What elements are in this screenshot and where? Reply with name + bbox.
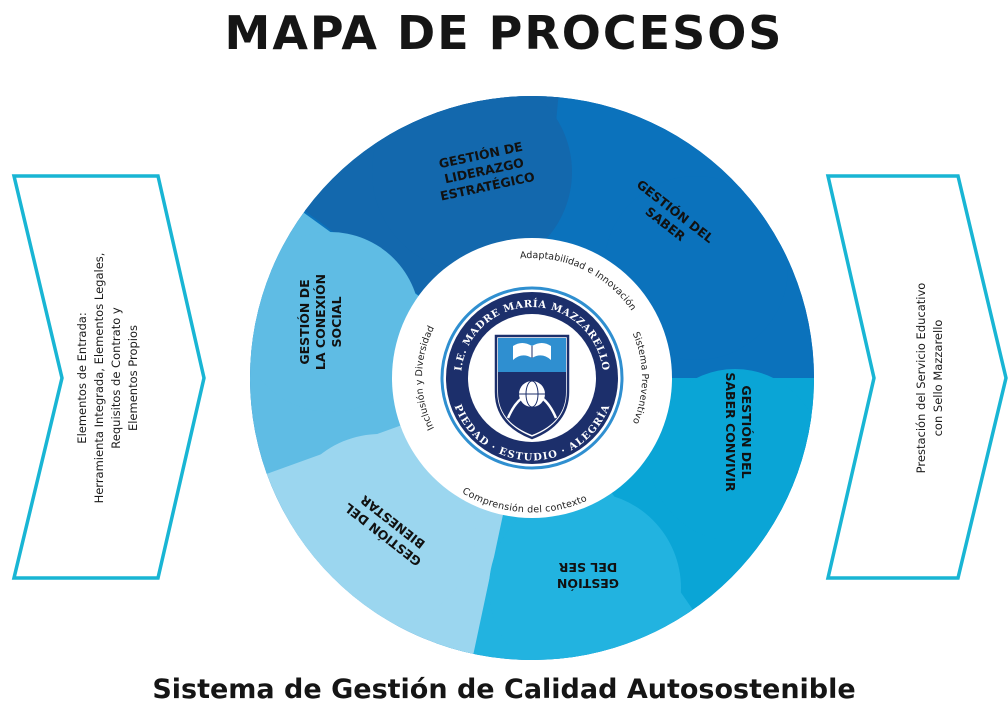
lobe-conexion xyxy=(250,232,420,412)
school-seal: I.E. MADRE MARÍA MAZZARELLO PIEDAD · EST… xyxy=(440,286,624,470)
page-title: MAPA DE PROCESOS xyxy=(224,6,784,60)
input-arrow: Elementos de Entrada: Herramienta Integr… xyxy=(11,174,206,580)
globe-icon xyxy=(519,380,545,408)
lobe-liderazgo xyxy=(372,96,572,272)
input-line-4: Elementos Propios xyxy=(126,325,140,431)
seal-shield xyxy=(494,334,570,440)
label-ser-2: DEL SER xyxy=(558,560,617,575)
lobe-ser xyxy=(489,492,681,660)
label-conexion-3: SOCIAL xyxy=(329,296,344,347)
input-arrow-shape xyxy=(11,174,206,580)
label-conexion-2: LA CONEXIÓN xyxy=(313,274,328,370)
label-ser-1: GESTIÓN xyxy=(557,576,619,591)
palm-left-icon xyxy=(506,397,523,419)
label-conexion: GESTIÓN DE LA CONEXIÓN SOCIAL xyxy=(297,274,344,370)
lobe-convivir xyxy=(649,369,814,541)
palm-right-icon xyxy=(541,397,558,419)
output-arrow: Prestación del Servicio Educativo con Se… xyxy=(825,174,1008,580)
footer-subtitle: Sistema de Gestión de Calidad Autososten… xyxy=(152,674,856,705)
output-arrow-shape xyxy=(825,174,1008,580)
output-line-1: Prestación del Servicio Educativo xyxy=(914,283,928,474)
input-line-1: Elementos de Entrada: xyxy=(75,312,89,443)
input-line-2: Herramienta Integrada, Elementos Legales… xyxy=(92,253,106,504)
label-convivir: GESTIÓN DEL SABER CONVIVIR xyxy=(723,372,754,492)
label-convivir-2: SABER CONVIVIR xyxy=(723,372,738,492)
input-line-3: Requisitos de Contrato y xyxy=(109,307,123,449)
label-conexion-1: GESTIÓN DE xyxy=(297,279,312,364)
output-line-2: con Sello Mazzarello xyxy=(931,320,945,437)
label-convivir-1: GESTIÓN DEL xyxy=(739,385,754,478)
label-ser: GESTIÓN DEL SER xyxy=(557,560,619,591)
